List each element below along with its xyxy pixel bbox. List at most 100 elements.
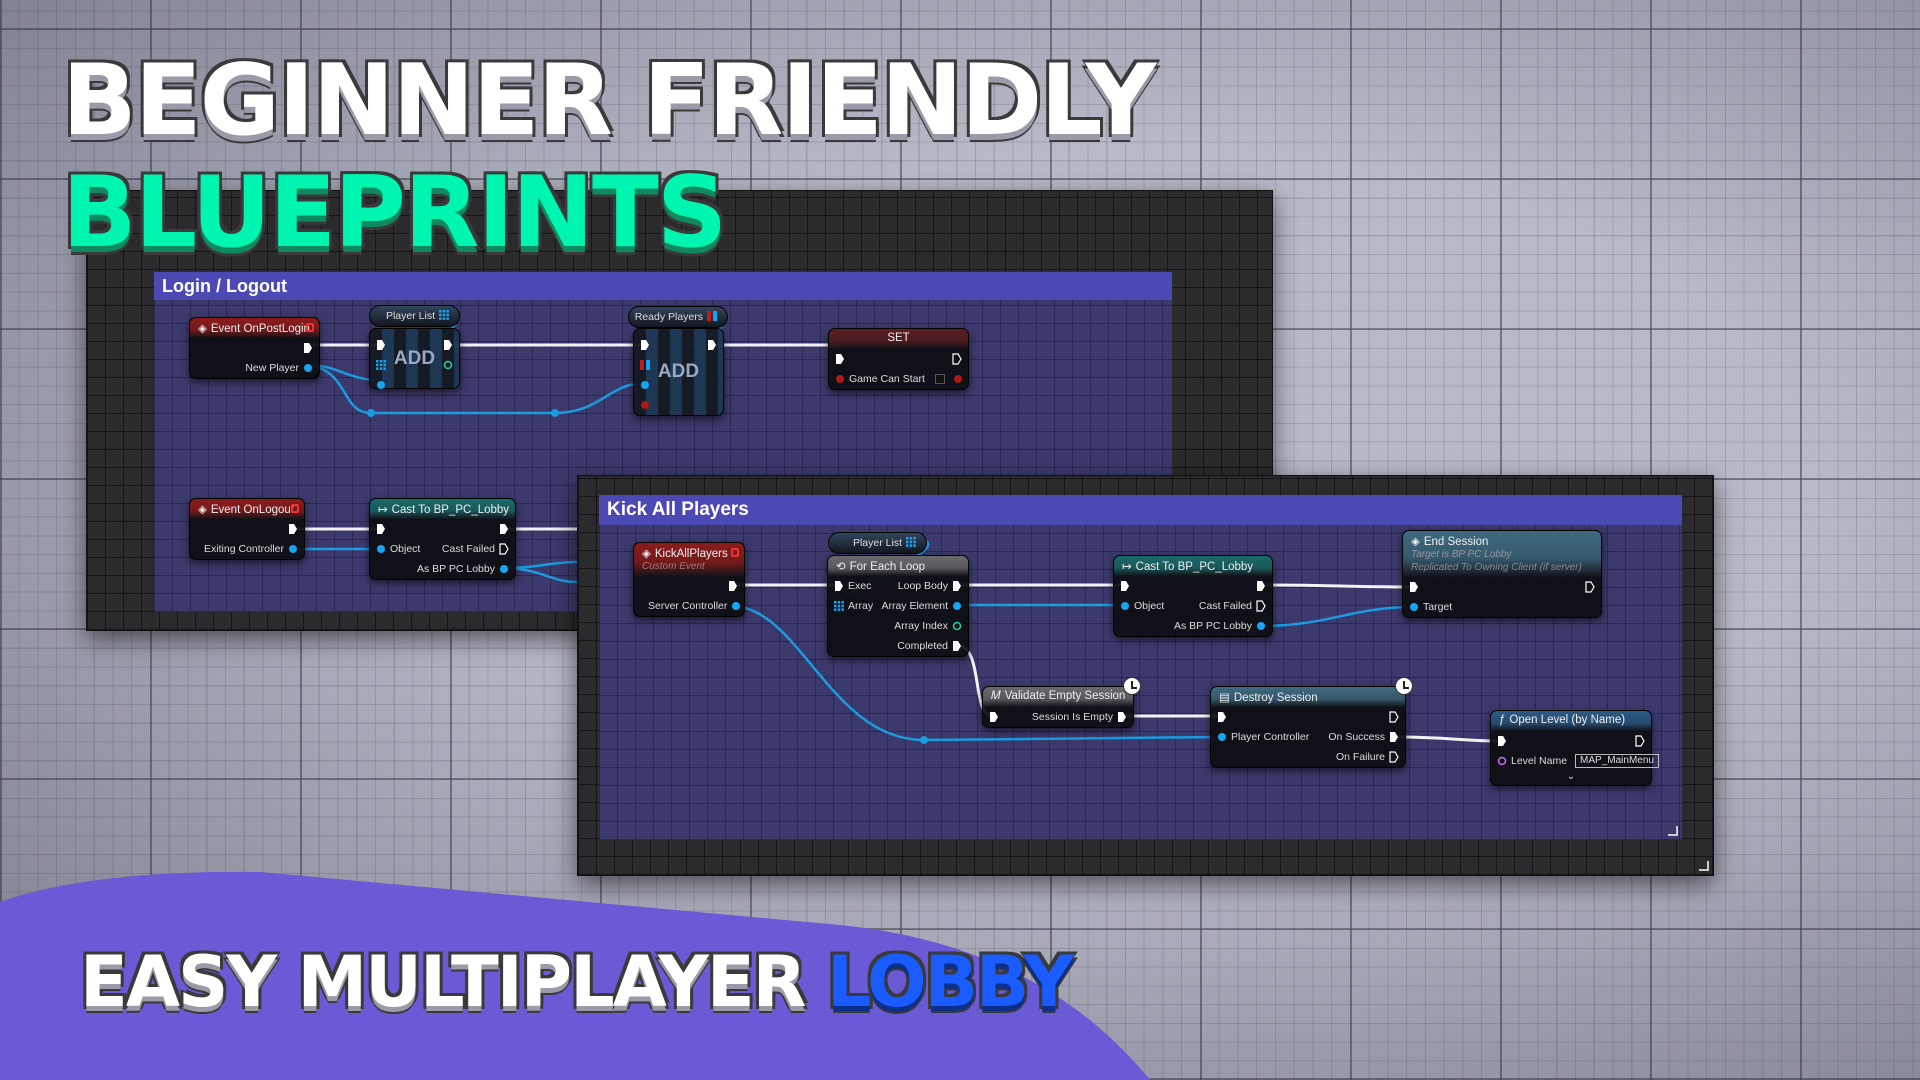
- int-pin-icon[interactable]: [443, 360, 453, 370]
- node-header[interactable]: SET: [829, 329, 968, 349]
- exec-outline-pin-icon[interactable]: [1389, 711, 1399, 723]
- array-pin-icon[interactable]: [439, 309, 449, 323]
- node-header[interactable]: ▤Destroy Session: [1211, 687, 1405, 707]
- exec-outline-pin-icon[interactable]: [1635, 735, 1645, 747]
- pin[interactable]: [1585, 581, 1595, 593]
- pin[interactable]: [728, 580, 738, 592]
- session-is-empty-pin[interactable]: Session Is Empty: [1032, 711, 1127, 723]
- pin[interactable]: [443, 339, 453, 351]
- exec-pin-icon[interactable]: [376, 523, 386, 535]
- exec-pin-icon[interactable]: [1120, 580, 1130, 592]
- pin[interactable]: [707, 339, 717, 351]
- pin[interactable]: [835, 353, 845, 365]
- exec-pin-icon[interactable]: [640, 339, 650, 351]
- server-controller-pin[interactable]: Server Controller: [648, 600, 741, 612]
- pin[interactable]: [640, 380, 650, 390]
- exec-pin-icon[interactable]: [303, 342, 313, 354]
- exec-pin-icon[interactable]: [952, 580, 962, 592]
- blueprint-graph-panel-kick[interactable]: Kick All Players: [577, 475, 1714, 876]
- on-success-pin[interactable]: On Success: [1328, 731, 1399, 743]
- variable-getter-node[interactable]: Player List: [828, 532, 927, 554]
- pin[interactable]: [303, 342, 313, 354]
- blueprint-node[interactable]: ADD: [633, 328, 724, 416]
- exec-pin-icon[interactable]: [1217, 711, 1227, 723]
- array-pin-icon[interactable]: [906, 536, 916, 550]
- object-pin[interactable]: Object: [1120, 600, 1164, 612]
- pin[interactable]: [952, 353, 962, 365]
- level-name-input[interactable]: MAP_MainMenu: [1575, 754, 1659, 768]
- node-header[interactable]: ↦Cast To BP_PC_Lobby: [1114, 556, 1272, 576]
- array-index-pin[interactable]: Array Index: [894, 620, 962, 632]
- pin[interactable]: [640, 360, 650, 370]
- object-pin-icon[interactable]: [303, 363, 313, 373]
- pin[interactable]: [288, 523, 298, 535]
- pin[interactable]: [1217, 711, 1227, 723]
- object-pin-icon[interactable]: [952, 601, 962, 611]
- completed-pin[interactable]: Completed: [897, 640, 962, 652]
- node-header[interactable]: ⟲For Each Loop: [828, 556, 968, 576]
- string-pin-icon[interactable]: [1497, 756, 1507, 766]
- exec-outline-pin-icon[interactable]: [952, 353, 962, 365]
- exec-pin-icon[interactable]: [1117, 711, 1127, 723]
- delegate-pin-icon[interactable]: [731, 548, 739, 557]
- delegate-pin-icon[interactable]: [306, 323, 314, 332]
- object-pin-icon[interactable]: [1409, 602, 1419, 612]
- exec-outline-pin-icon[interactable]: [1389, 751, 1399, 763]
- pin[interactable]: [376, 360, 386, 370]
- bool-pin-icon[interactable]: [640, 400, 650, 410]
- blueprint-node[interactable]: ADD: [369, 328, 460, 389]
- pin[interactable]: [953, 374, 963, 384]
- exec-pin-icon[interactable]: [443, 339, 453, 351]
- array-pin[interactable]: Array: [834, 600, 873, 612]
- pin[interactable]: [376, 339, 386, 351]
- exec-pin-icon[interactable]: [707, 339, 717, 351]
- object-pin-icon[interactable]: [731, 601, 741, 611]
- player-controller-pin[interactable]: Player Controller: [1217, 731, 1309, 743]
- cast-failed-pin[interactable]: Cast Failed: [1199, 600, 1266, 612]
- array-pin-icon[interactable]: [376, 360, 386, 370]
- bool-pin-icon[interactable]: [953, 374, 963, 384]
- variable-getter-node[interactable]: Ready Players: [628, 306, 728, 328]
- on-failure-pin[interactable]: On Failure: [1336, 751, 1399, 763]
- array-element-pin[interactable]: Array Element: [881, 600, 962, 612]
- pin[interactable]: [989, 711, 999, 723]
- array-pin-icon[interactable]: [834, 601, 844, 611]
- comment-title[interactable]: Login / Logout: [154, 272, 1172, 300]
- pin[interactable]: [443, 360, 453, 370]
- pin[interactable]: [376, 523, 386, 535]
- as-bp-pc-lobby-pin[interactable]: As BP PC Lobby: [1174, 620, 1266, 632]
- object-pin-icon[interactable]: [1217, 732, 1227, 742]
- chevron-down-icon[interactable]: ⌄: [1566, 771, 1576, 782]
- object-pin-icon[interactable]: [1256, 621, 1266, 631]
- object-pin-icon[interactable]: [288, 544, 298, 554]
- object-pin-icon[interactable]: [376, 380, 386, 390]
- pin[interactable]: [376, 380, 386, 390]
- loop-body-pin[interactable]: Loop Body: [898, 580, 962, 592]
- delegate-pin-icon[interactable]: [291, 504, 299, 513]
- object-pin-icon[interactable]: [1120, 601, 1130, 611]
- exec-pin-icon[interactable]: [1409, 581, 1419, 593]
- exec-pin-icon[interactable]: [989, 711, 999, 723]
- as-bp-pc-lobby-pin[interactable]: As BP PC Lobby: [417, 563, 509, 575]
- exec-pin-icon[interactable]: [1497, 735, 1507, 747]
- exiting-controller-pin[interactable]: Exiting Controller: [204, 543, 298, 555]
- exec-pin-icon[interactable]: [1256, 580, 1266, 592]
- cast-failed-pin[interactable]: Cast Failed: [442, 543, 509, 555]
- target-pin[interactable]: Target: [1409, 601, 1452, 613]
- comment-title[interactable]: Kick All Players: [599, 495, 1682, 525]
- pin[interactable]: [499, 523, 509, 535]
- object-pin-icon[interactable]: [376, 544, 386, 554]
- exec-outline-pin-icon[interactable]: [1585, 581, 1595, 593]
- pin[interactable]: [640, 339, 650, 351]
